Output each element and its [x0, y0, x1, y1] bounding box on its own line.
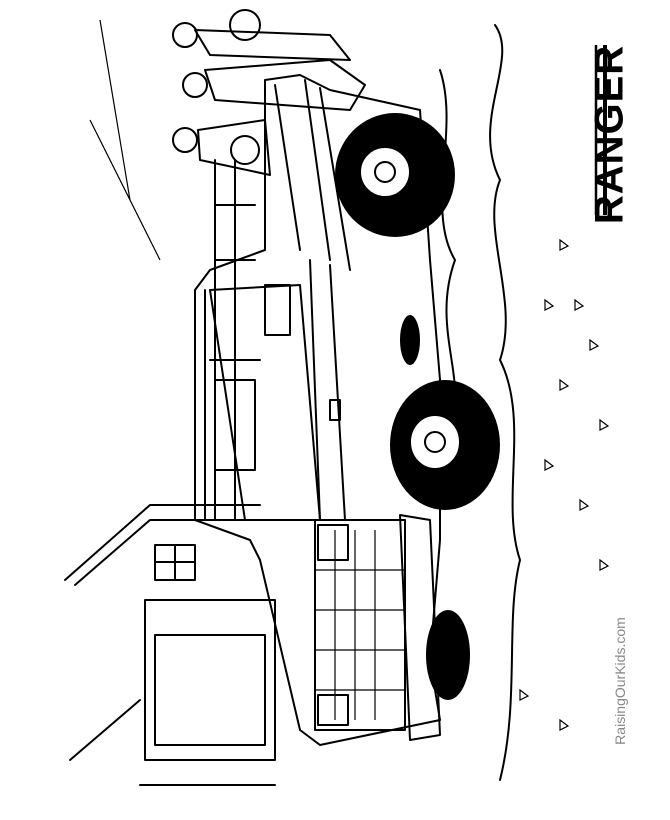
bumper	[399, 514, 441, 741]
badge	[329, 399, 341, 421]
people	[172, 9, 366, 176]
truck	[194, 74, 441, 746]
headlight	[317, 694, 349, 726]
ranger-title: RANGER	[587, 44, 632, 225]
headlight	[317, 524, 349, 561]
garage-door	[154, 634, 266, 746]
title-rules	[594, 45, 607, 215]
fence	[214, 159, 256, 521]
watermark: RaisingOurKids.com	[612, 617, 628, 745]
far-wheel	[426, 610, 470, 700]
wheels	[335, 113, 500, 700]
door-window	[214, 379, 256, 471]
house-wall	[144, 599, 276, 761]
leaves	[519, 238, 610, 731]
grille	[314, 519, 406, 731]
house	[64, 504, 276, 786]
